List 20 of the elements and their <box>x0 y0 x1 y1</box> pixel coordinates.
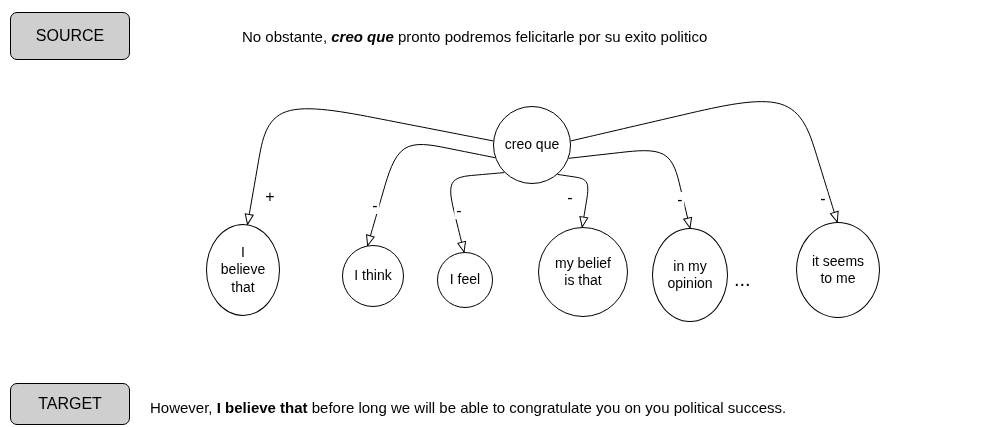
sentence: However, I believe that before long we will be able to congratulate you on you political success. <box>150 399 787 416</box>
phrase-circle: I think <box>342 245 404 307</box>
arrow <box>450 172 505 253</box>
sentence: No obstante, creo que pronto podremos felicitarle por su exito politico <box>242 28 708 45</box>
phrase-circle: my belief is that <box>538 227 628 317</box>
arrow <box>244 108 494 225</box>
arrow <box>366 144 496 246</box>
label-box: TARGET <box>10 383 130 425</box>
ellipsis-mark: ... <box>734 268 751 291</box>
phrase-circle: in my opinion <box>652 228 728 322</box>
phrase-circle: I believe that <box>206 224 280 316</box>
arrow <box>568 150 693 229</box>
arrow <box>557 173 589 228</box>
edge-label: - <box>370 198 380 214</box>
phrase-circle: it seems to me <box>796 222 880 318</box>
phrase-circle: I feel <box>437 252 493 308</box>
label-box: SOURCE <box>10 12 130 60</box>
arrow <box>570 101 839 223</box>
phrase-circle: creo que <box>493 106 571 184</box>
edge-label: - <box>675 192 685 208</box>
